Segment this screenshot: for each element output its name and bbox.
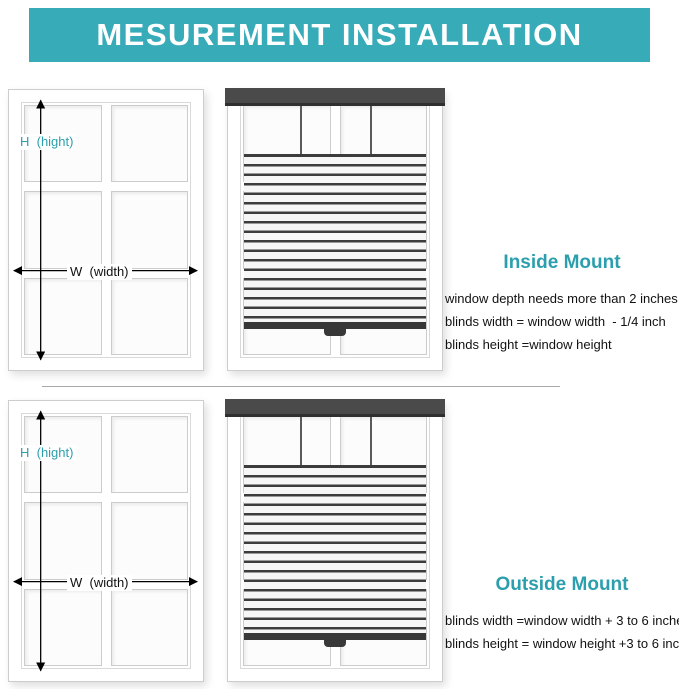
window-pane [110, 191, 188, 269]
window-pane [110, 277, 188, 355]
window-pane [24, 502, 102, 580]
inside-mount-line: window depth needs more than 2 inches [445, 291, 678, 306]
blinds-cord-left [300, 417, 302, 466]
height-label: H (hight) [17, 134, 77, 150]
inside-mount-line: blinds width = window width - 1/4 inch [445, 314, 666, 329]
window-pane [24, 588, 102, 666]
window-panes [24, 416, 188, 666]
blinds-cord-right [370, 106, 372, 155]
window-pane [110, 105, 188, 183]
window-pane [24, 191, 102, 269]
section-divider [42, 386, 560, 387]
outside-mount-info: Outside Mount blinds width =window width… [445, 574, 679, 655]
outside-mount-line: blinds height = window height +3 to 6 in… [445, 636, 679, 651]
page-title: MESUREMENT INSTALLATION [96, 17, 583, 52]
window-pane [24, 277, 102, 355]
blinds-pull-tab [324, 329, 346, 336]
outside-mount-line: blinds width =window width + 3 to 6 inch… [445, 613, 679, 628]
blinds-diagram-inside [225, 88, 445, 371]
header-banner: MESUREMENT INSTALLATION [29, 8, 650, 62]
blinds-pull-tab [324, 640, 346, 647]
outside-mount-heading: Outside Mount [495, 574, 629, 595]
inside-mount-heading: Inside Mount [503, 252, 621, 273]
blinds-bottomrail [244, 633, 426, 640]
width-label: W (width) [67, 575, 132, 591]
blinds-headrail [225, 88, 445, 106]
window-pane [110, 416, 188, 494]
window-diagram-inside: H (hight) W (width) [8, 89, 204, 371]
blinds-headrail [225, 399, 445, 417]
blinds-cord-left [300, 106, 302, 155]
blinds-diagram-outside [225, 399, 445, 682]
blinds-bottomrail [244, 322, 426, 329]
width-label: W (width) [67, 264, 132, 280]
window-diagram-outside: H (hight) W (width) [8, 400, 204, 682]
blinds-cord-right [370, 417, 372, 466]
inside-mount-info: Inside Mount window depth needs more tha… [445, 252, 679, 356]
pleated-shade [244, 154, 426, 322]
window-pane [110, 588, 188, 666]
window-pane [110, 502, 188, 580]
pleated-shade [244, 465, 426, 633]
inside-mount-line: blinds height =window height [445, 337, 612, 352]
window-frame [21, 413, 191, 669]
height-label: H (hight) [17, 445, 77, 461]
